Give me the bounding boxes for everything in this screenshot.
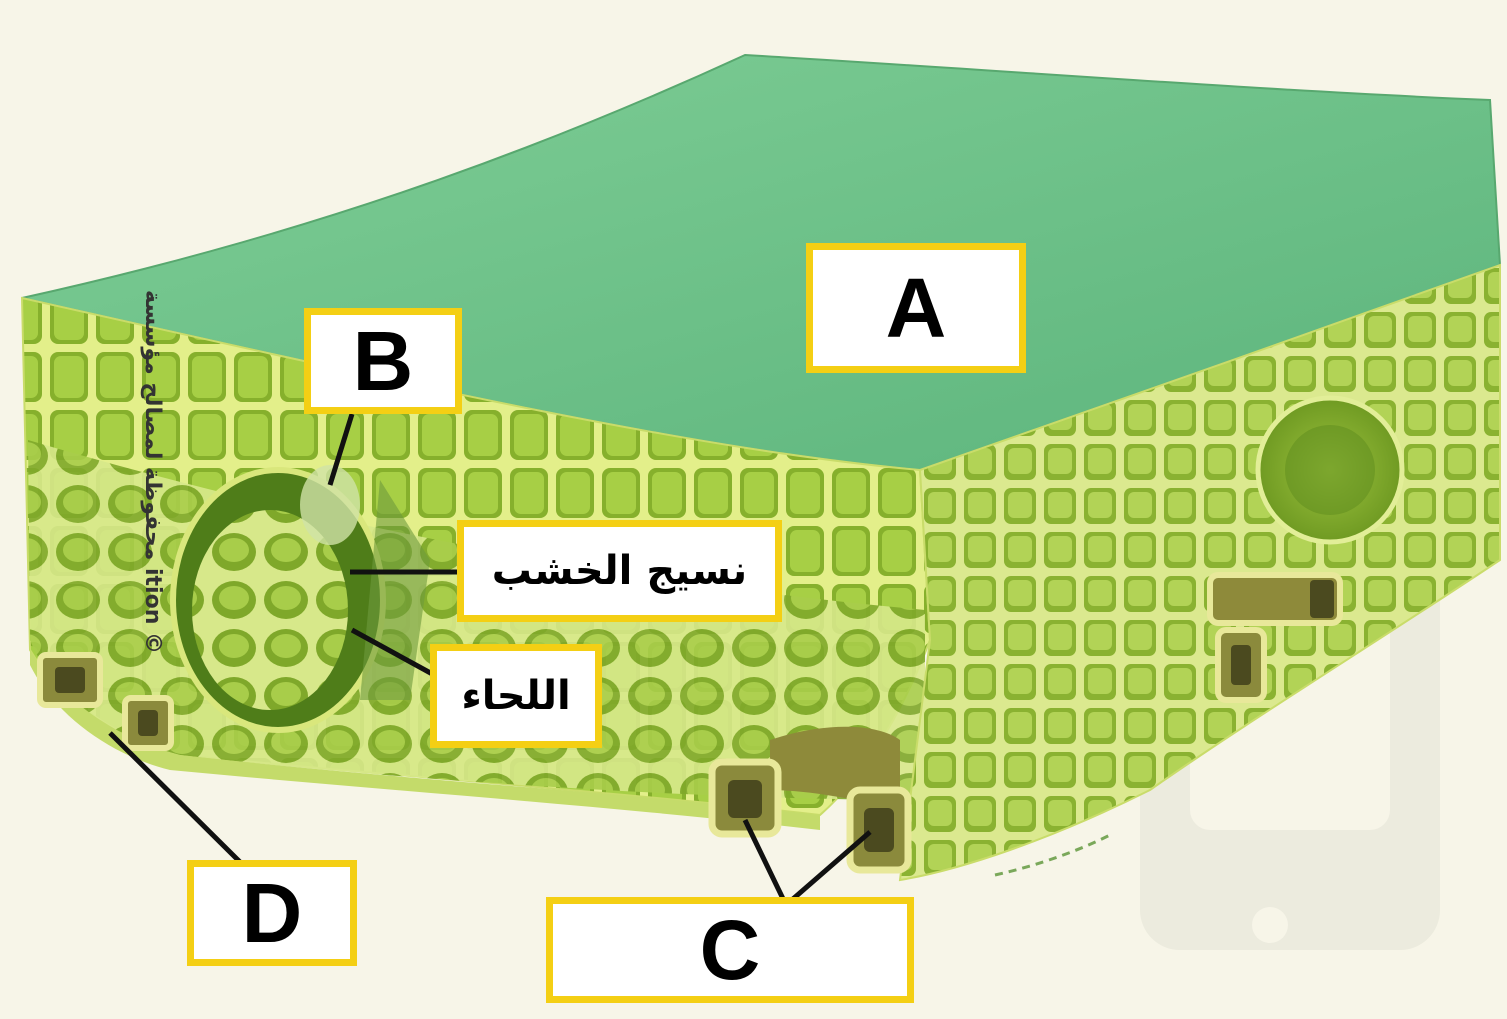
label-a-box: A: [806, 243, 1026, 373]
label-b: B: [353, 319, 414, 403]
copyright-watermark: محفوظة لمصالح مؤسسة ition ©: [140, 290, 165, 654]
label-d-box: D: [187, 860, 357, 966]
vascular-bundle: [173, 465, 430, 730]
label-phloem-box: اللحاء: [430, 644, 602, 748]
label-b-box: B: [304, 308, 462, 414]
label-xylem: نسيج الخشب: [492, 548, 747, 594]
label-a: A: [886, 266, 947, 350]
label-xylem-box: نسيج الخشب: [457, 520, 782, 622]
label-c: C: [700, 908, 761, 992]
label-c-box: C: [546, 897, 914, 1003]
label-phloem: اللحاء: [461, 673, 570, 719]
label-d: D: [242, 871, 303, 955]
